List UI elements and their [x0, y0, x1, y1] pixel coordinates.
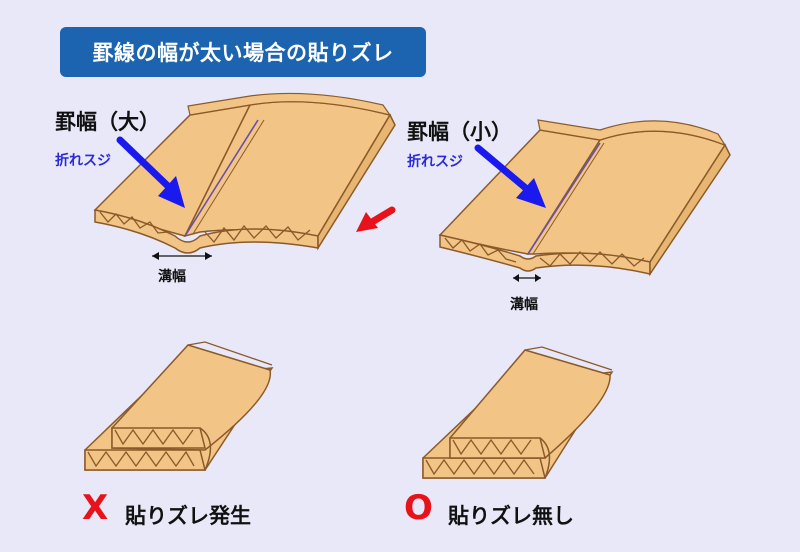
bad-result-mark: X: [82, 488, 109, 528]
groove-width-arrow-right: [513, 274, 541, 282]
narrow-groove-width-label: 溝幅: [510, 297, 538, 313]
fold-pointer-arrow-left: [116, 136, 185, 208]
narrow-fold-line-label: 折れスジ: [407, 154, 463, 170]
fold-pointer-arrow-right: [474, 144, 546, 208]
wide-fold-line-label: 折れスジ: [55, 153, 111, 169]
narrow-crease-sheet: [438, 119, 731, 277]
wide-crease-sheet: [93, 92, 396, 254]
bad-result-text: 貼りズレ発生: [125, 504, 251, 528]
good-result-text: 貼りズレ無し: [448, 504, 574, 528]
folded-sheet-aligned: [422, 346, 614, 479]
good-result-mark: O: [404, 488, 433, 528]
comparison-arrow: [356, 206, 396, 232]
groove-width-arrow-left: [152, 252, 212, 260]
wide-groove-width-label: 溝幅: [158, 269, 186, 285]
diagram-title: 罫線の幅が太い場合の貼りズレ: [60, 27, 426, 77]
folded-sheet-misaligned: [84, 341, 274, 471]
wide-crease-heading: 罫幅（大）: [55, 110, 160, 134]
narrow-crease-heading: 罫幅（小）: [407, 120, 512, 144]
